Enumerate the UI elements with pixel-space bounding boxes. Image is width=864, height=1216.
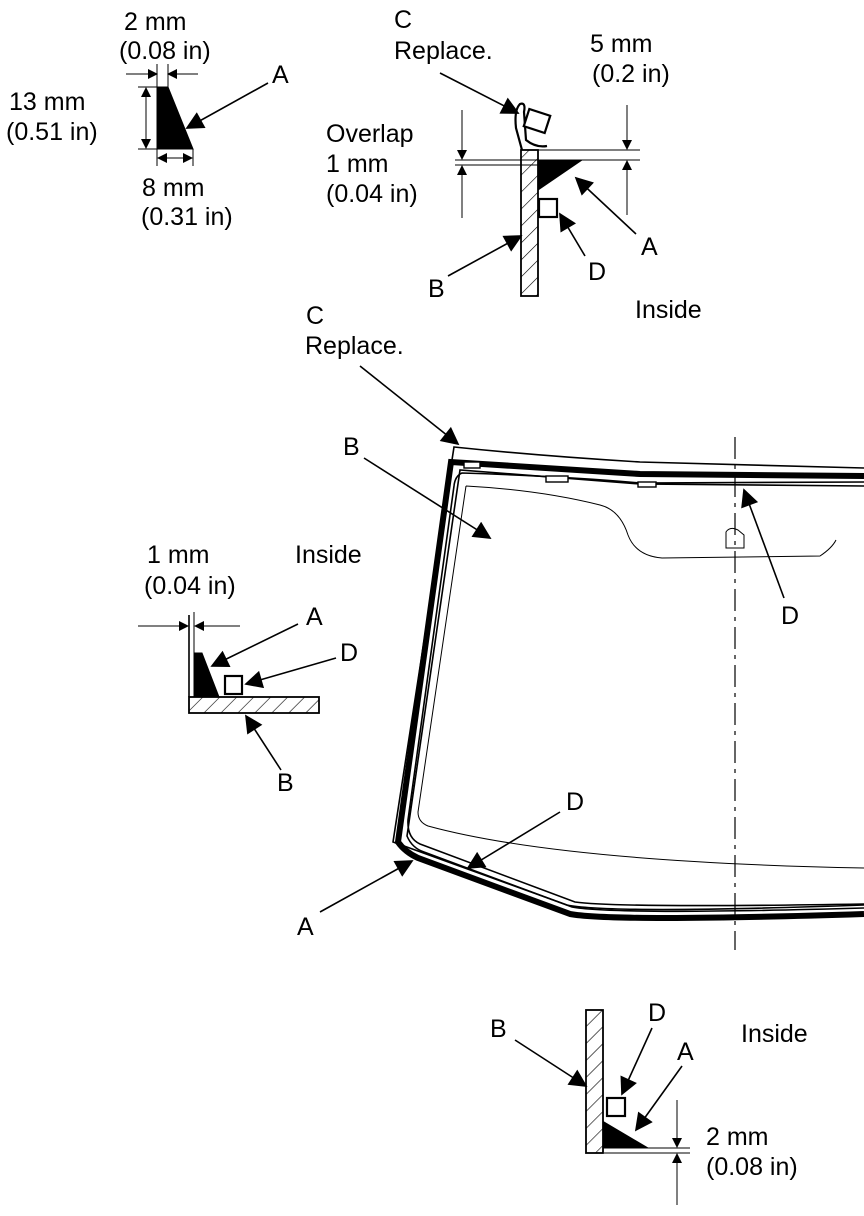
replace-label-top: Replace. xyxy=(394,37,493,65)
leader-d xyxy=(466,811,561,869)
label-b-main: B xyxy=(343,433,360,461)
overlap-label: Overlap xyxy=(326,120,414,148)
label-a-top: A xyxy=(641,233,658,261)
leader-c xyxy=(359,365,460,446)
dim-13mm-inch-label: (0.51 in) xyxy=(6,118,98,146)
adhesive-a xyxy=(537,159,584,191)
replace-label-main: Replace. xyxy=(305,332,404,360)
adhesive-a xyxy=(603,1121,650,1149)
leader-d xyxy=(244,657,337,689)
dim-1mm-inch-label-side: (0.04 in) xyxy=(144,572,236,600)
leader-b xyxy=(363,457,492,539)
leader-a xyxy=(634,1065,683,1132)
dim-5mm-label: 5 mm xyxy=(590,30,653,58)
molding-clip xyxy=(522,107,552,135)
upper-edge-section-detail: C Replace. 5 mm (0.2 in) Overlap 1 mm (0… xyxy=(326,6,702,324)
lower-edge-section-detail: B D Inside A 2 mm (0.08 in) xyxy=(490,999,808,1205)
dim-2mm-inch-label: (0.08 in) xyxy=(119,37,211,65)
leader-a xyxy=(210,623,299,667)
leader-c xyxy=(439,72,520,114)
windshield-outer-edge xyxy=(392,446,864,911)
spacer-tab xyxy=(545,475,569,483)
label-c-main: C xyxy=(306,302,324,330)
visible-area-outline xyxy=(417,485,864,869)
label-a-side: A xyxy=(306,603,323,631)
label-b-top: B xyxy=(428,275,445,303)
leader-a xyxy=(319,860,414,913)
glass-panel-b xyxy=(585,1009,604,1154)
inside-label-bottom: Inside xyxy=(741,1020,808,1048)
inside-label-side: Inside xyxy=(295,541,362,569)
dim-2mm-inch-label-bottom: (0.08 in) xyxy=(706,1153,798,1181)
label-b-side: B xyxy=(277,769,294,797)
label-a-bottom: A xyxy=(677,1038,694,1066)
leader-d xyxy=(620,1027,653,1096)
leader-a xyxy=(574,176,637,235)
molding-c xyxy=(514,102,548,151)
side-edge-section-detail: 1 mm (0.04 in) Inside A D B xyxy=(138,541,362,797)
mirror-mount xyxy=(725,527,745,549)
label-d-bottom: D xyxy=(648,999,666,1027)
windshield-view: C Replace. B D D A xyxy=(297,302,864,950)
dim-5mm-inch-label: (0.2 in) xyxy=(592,60,670,88)
label-d-main-top: D xyxy=(781,602,799,630)
dam-rubber-d xyxy=(223,674,244,696)
label-d-top: D xyxy=(588,258,606,286)
glass-panel-b xyxy=(188,696,320,714)
adhesive-a xyxy=(193,652,220,698)
spacer-tab xyxy=(463,461,481,469)
dim-2mm-label-bottom: 2 mm xyxy=(706,1123,769,1151)
label-c-top: C xyxy=(394,6,412,34)
spacer-tab xyxy=(637,481,657,488)
dim-2mm-label: 2 mm xyxy=(124,8,187,36)
label-d-side: D xyxy=(340,639,358,667)
dim-1mm-label-side: 1 mm xyxy=(147,541,210,569)
dam-rubber-d xyxy=(605,1096,627,1118)
leader-b xyxy=(245,714,282,771)
leader-b xyxy=(514,1039,588,1087)
dim-1mm-inch-label-top: (0.04 in) xyxy=(326,180,418,208)
bead-dimension-detail: 2 mm (0.08 in) 13 mm (0.51 in) 8 mm (0.3… xyxy=(6,8,289,231)
inside-label-top: Inside xyxy=(635,296,702,324)
dim-13mm-label: 13 mm xyxy=(9,88,85,116)
dim-8mm-inch-label: (0.31 in) xyxy=(141,203,233,231)
dim-1mm-label-top: 1 mm xyxy=(326,150,389,178)
glass-panel-b xyxy=(520,149,539,297)
leader-a xyxy=(185,82,269,129)
molding-band xyxy=(394,458,864,921)
adhesive-bead-profile xyxy=(156,86,194,150)
leader-d xyxy=(559,212,586,257)
ceramic-border xyxy=(407,472,864,907)
leader-b xyxy=(447,235,523,277)
molding-inner-line xyxy=(406,469,864,913)
dam-rubber-d xyxy=(537,197,559,219)
label-a-top-left: A xyxy=(272,61,289,89)
label-b-bottom: B xyxy=(490,1015,507,1043)
label-d-main-bottom: D xyxy=(566,788,584,816)
leader-d xyxy=(741,488,785,599)
dim-8mm-label: 8 mm xyxy=(142,174,205,202)
label-a-main: A xyxy=(297,913,314,941)
